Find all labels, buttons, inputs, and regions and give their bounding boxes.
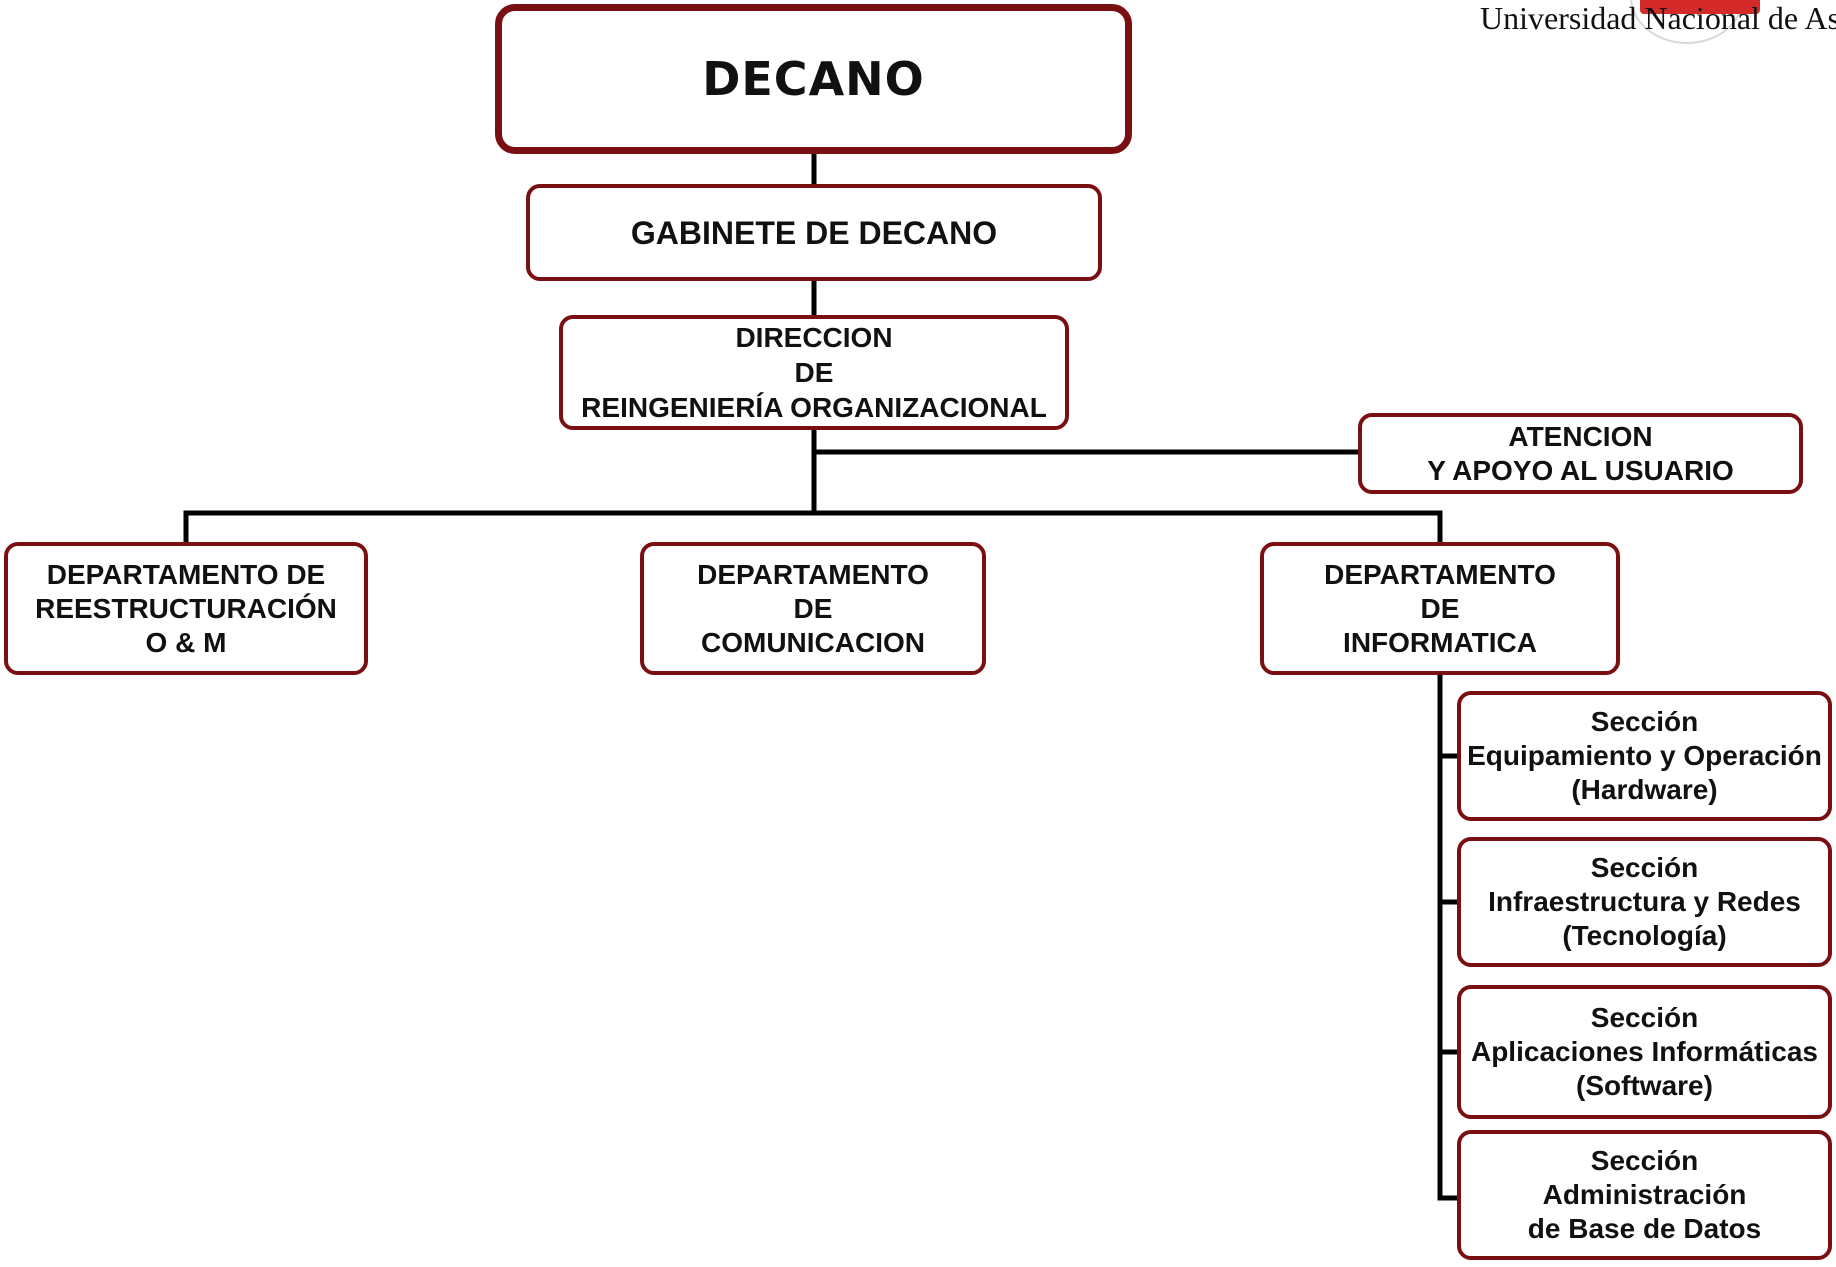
sec-software-box: Sección Aplicaciones Informáticas (Softw…	[1457, 985, 1832, 1119]
dept-informatica-line-3: INFORMATICA	[1343, 626, 1537, 658]
dept-comunicacion-box: DEPARTAMENTO DE COMUNICACION	[640, 542, 986, 675]
direccion-box: DIRECCION DE REINGENIERÍA ORGANIZACIONAL	[559, 315, 1069, 430]
dept-comunicacion-line-2: DE	[793, 592, 833, 624]
dept-informatica-box: DEPARTAMENTO DE INFORMATICA	[1260, 542, 1620, 675]
dept-informatica-line-2: DE	[1420, 592, 1460, 624]
gabinete-box: GABINETE DE DECANO	[526, 184, 1102, 281]
sec-hardware-line-3: (Hardware)	[1571, 774, 1718, 805]
dept-reestructuracion-line-1: DEPARTAMENTO DE	[46, 558, 326, 590]
sec-redes-line-1: Sección	[1590, 852, 1699, 883]
sec-redes-line-3: (Tecnología)	[1562, 920, 1727, 951]
dept-reestructuracion-line-2: REESTRUCTURACIÓN	[35, 592, 337, 624]
decano-label: DECANO	[702, 52, 925, 106]
sec-datos-line-3: de Base de Datos	[1527, 1213, 1762, 1244]
dept-comunicacion-line-3: COMUNICACION	[701, 626, 925, 658]
dept-reestructuracion-line-3: O & M	[145, 626, 227, 658]
university-logo-mark	[1640, 0, 1760, 14]
sec-datos-line-1: Sección	[1590, 1145, 1699, 1176]
sec-redes-box: Sección Infraestructura y Redes (Tecnolo…	[1457, 837, 1832, 967]
sec-software-line-1: Sección	[1590, 1002, 1699, 1033]
direccion-line-1: DIRECCION	[735, 322, 893, 353]
sec-software-line-3: (Software)	[1576, 1070, 1713, 1101]
sec-hardware-box: Sección Equipamiento y Operación (Hardwa…	[1457, 691, 1832, 821]
sec-hardware-line-2: Equipamiento y Operación	[1467, 740, 1822, 771]
sec-software-line-2: Aplicaciones Informáticas	[1470, 1036, 1818, 1067]
gabinete-label: GABINETE DE DECANO	[630, 214, 998, 251]
sec-datos-line-2: Administración	[1542, 1179, 1747, 1210]
dept-reestructuracion-box: DEPARTAMENTO DE REESTRUCTURACIÓN O & M	[4, 542, 368, 675]
decano-box: DECANO	[495, 4, 1132, 154]
sec-datos-box: Sección Administración de Base de Datos	[1457, 1130, 1832, 1260]
dept-comunicacion-line-1: DEPARTAMENTO	[697, 558, 929, 590]
direccion-line-2: DE	[794, 357, 834, 388]
direccion-line-3: REINGENIERÍA ORGANIZACIONAL	[581, 392, 1047, 423]
dept-informatica-line-1: DEPARTAMENTO	[1324, 558, 1556, 590]
sec-redes-line-2: Infraestructura y Redes	[1488, 886, 1801, 917]
university-name: Universidad Nacional de Asun	[1480, 0, 1836, 36]
sec-hardware-line-1: Sección	[1590, 706, 1699, 737]
atencion-line-2: Y APOYO AL USUARIO	[1427, 454, 1734, 486]
atencion-box: ATENCION Y APOYO AL USUARIO	[1358, 413, 1803, 494]
atencion-line-1: ATENCION	[1508, 420, 1653, 452]
